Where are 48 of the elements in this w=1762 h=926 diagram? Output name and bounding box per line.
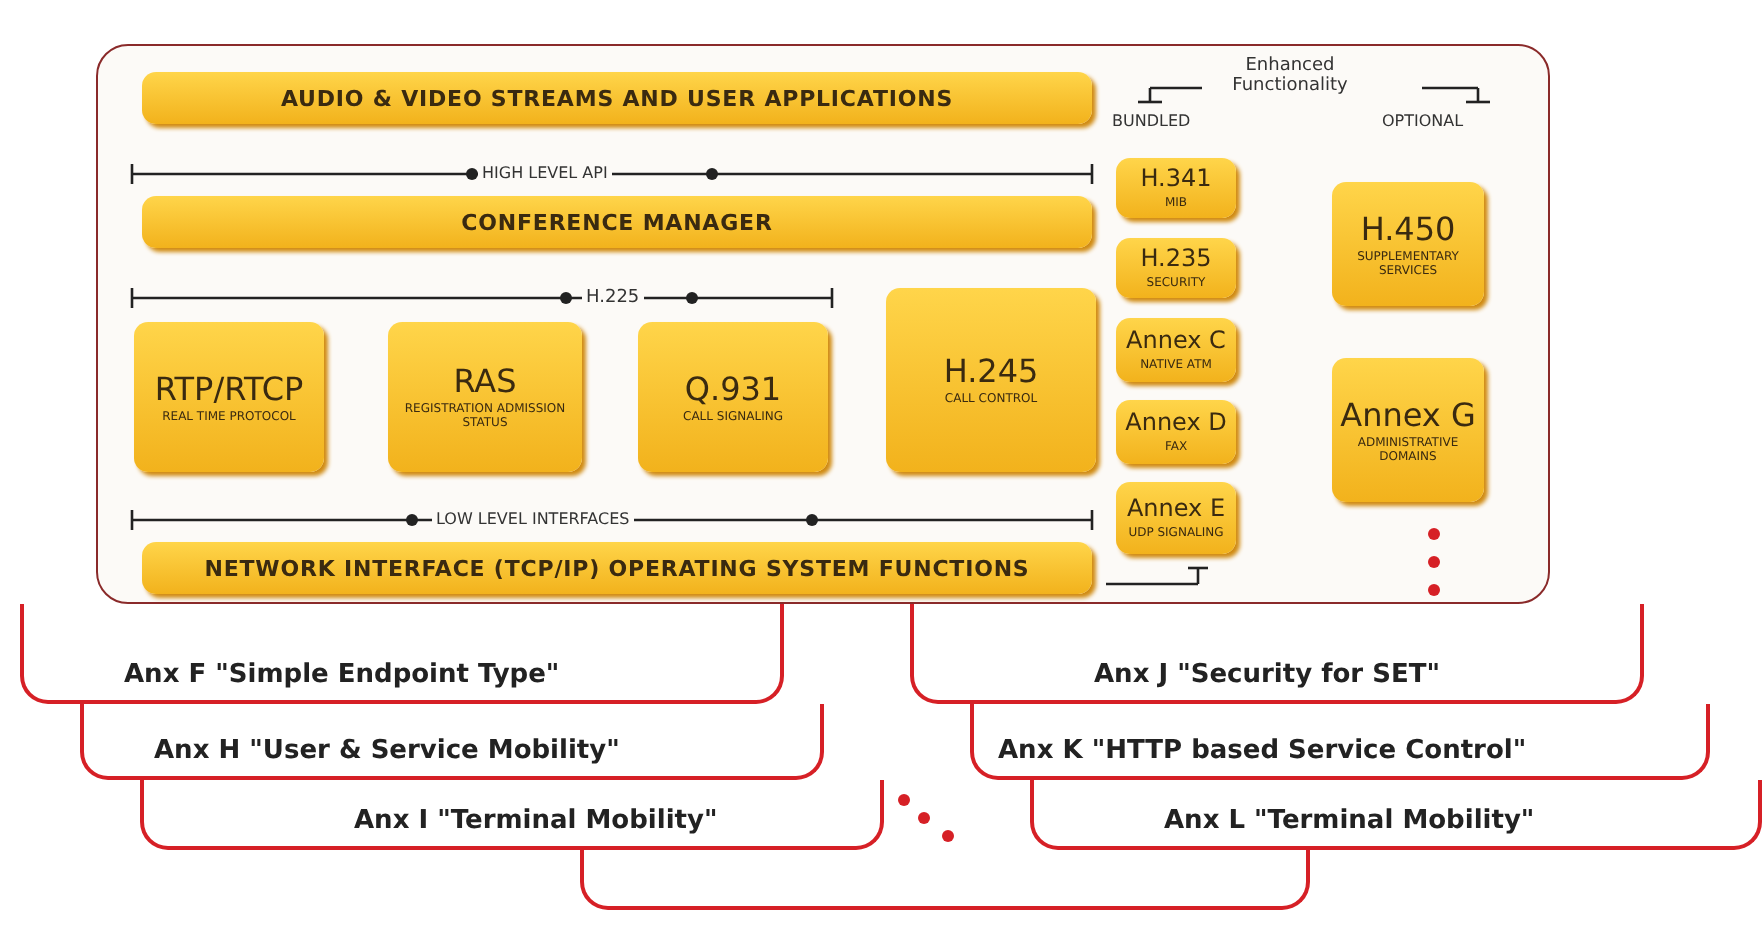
protocol-name: NETWORK INTERFACE (TCP/IP) OPERATING SYSTEM FUNCTIONS (204, 553, 1030, 585)
protocol-name: Annex D (1125, 410, 1227, 436)
protocol-box (1116, 400, 1236, 464)
annotation-text: LOW LEVEL INTERFACES (432, 510, 634, 528)
protocol-name: H.245 (943, 354, 1039, 388)
protocol-name: H.450 (1360, 211, 1456, 245)
card-title: Anx F "Simple Endpoint Type" (124, 660, 560, 690)
protocol-box (1116, 238, 1236, 298)
protocol-box (886, 288, 1096, 472)
card-title: Anx K "HTTP based Service Control" (998, 736, 1527, 766)
protocol-name: H.235 (1140, 246, 1212, 272)
protocol-name: Annex E (1126, 496, 1226, 522)
protocol-box (388, 322, 582, 472)
protocol-name: AUDIO & VIDEO STREAMS AND USER APPLICATIONS (280, 83, 954, 115)
card-title: Anx I "Terminal Mobility" (354, 806, 718, 836)
annotation-text: H.225 (582, 288, 644, 308)
annex-card (1030, 780, 1762, 850)
protocol-name: CONFERENCE MANAGER (461, 207, 773, 239)
layer-panel (96, 44, 1550, 604)
protocol-box (142, 196, 1092, 248)
card-title: Anx H "User & Service Mobility" (154, 736, 620, 766)
protocol-box (1116, 482, 1236, 554)
protocol-box (142, 542, 1092, 594)
protocol-name: RAS (453, 364, 517, 398)
annotation-text: Enhanced Functionality (1230, 56, 1350, 96)
protocol-box (638, 322, 828, 472)
annotation-text: HIGH LEVEL API (478, 164, 612, 182)
protocol-box (134, 322, 324, 472)
protocol-name: Q.931 (684, 371, 782, 405)
card-title: Anx L "Terminal Mobility" (1164, 806, 1535, 836)
annex-card (910, 604, 1644, 704)
protocol-name: Annex G (1340, 397, 1476, 431)
annex-card (970, 704, 1710, 780)
annex-card (80, 704, 824, 780)
protocol-box (1116, 318, 1236, 382)
protocol-box (1332, 182, 1484, 306)
protocol-box (142, 72, 1092, 124)
protocol-name: H.341 (1140, 166, 1212, 192)
protocol-name: Annex C (1126, 328, 1226, 354)
annotation-text: OPTIONAL (1378, 112, 1468, 130)
protocol-box (1332, 358, 1484, 502)
annotation-text: BUNDLED (1108, 112, 1195, 130)
card-title: Anx J "Security for SET" (1094, 660, 1440, 690)
protocol-box (1116, 158, 1236, 218)
annex-card (140, 780, 884, 850)
annex-card (20, 604, 784, 704)
protocol-name: RTP/RTCP (154, 371, 304, 405)
annex-card (580, 850, 1310, 910)
